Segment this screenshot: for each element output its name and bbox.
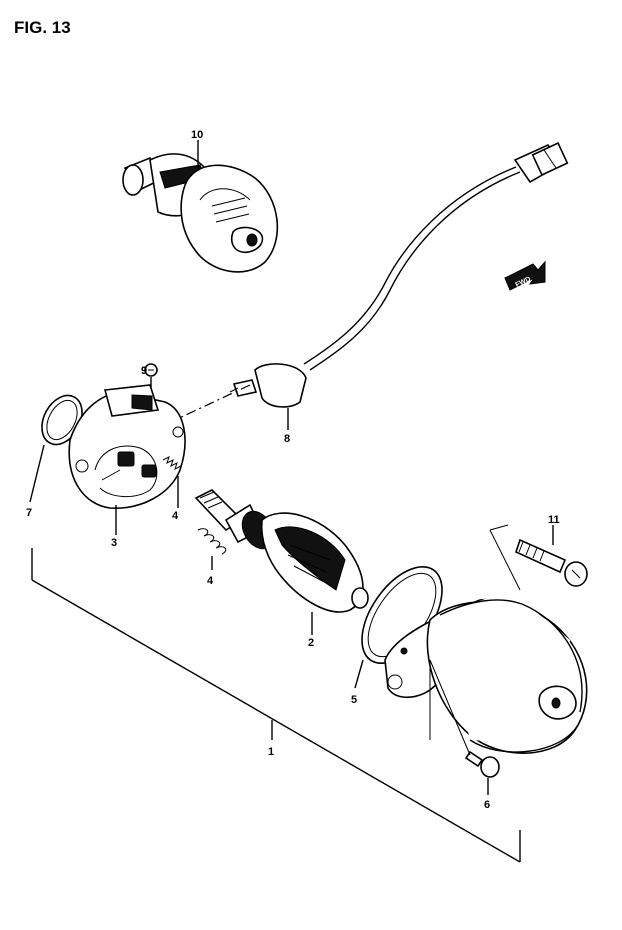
starter-wire-harness bbox=[303, 142, 569, 371]
part-2-armature bbox=[194, 489, 369, 635]
part-6-screw bbox=[429, 659, 500, 795]
assembly-bracket-1 bbox=[31, 548, 521, 863]
callout-8: 8 bbox=[284, 433, 290, 445]
part-11-through-bolt bbox=[489, 524, 588, 591]
part-4-spring-lower bbox=[197, 528, 227, 570]
part-3-brush-holder bbox=[68, 384, 186, 535]
callout-3: 3 bbox=[111, 537, 117, 549]
forward-arrow-icon: FWD bbox=[504, 260, 546, 291]
callout-7: 7 bbox=[26, 507, 32, 519]
callout-6: 6 bbox=[484, 799, 490, 811]
callout-9: 9 bbox=[141, 365, 147, 377]
part-8-terminal-lead bbox=[229, 363, 307, 430]
alignment-line-8 bbox=[174, 384, 251, 421]
part-7-o-ring bbox=[29, 394, 83, 503]
part-4-spring-upper bbox=[162, 456, 182, 508]
callout-11: 11 bbox=[548, 514, 560, 526]
part-10-starter-clutch bbox=[122, 140, 279, 273]
callout-4-upper: 4 bbox=[172, 510, 179, 522]
callout-1: 1 bbox=[268, 746, 274, 758]
figure-title: FIG. 13 bbox=[14, 18, 71, 37]
callout-2: 2 bbox=[308, 637, 314, 649]
callout-10: 10 bbox=[191, 129, 203, 141]
callout-4-lower: 4 bbox=[207, 575, 214, 587]
motor-yoke-housing bbox=[384, 590, 588, 754]
callout-5: 5 bbox=[351, 694, 357, 706]
